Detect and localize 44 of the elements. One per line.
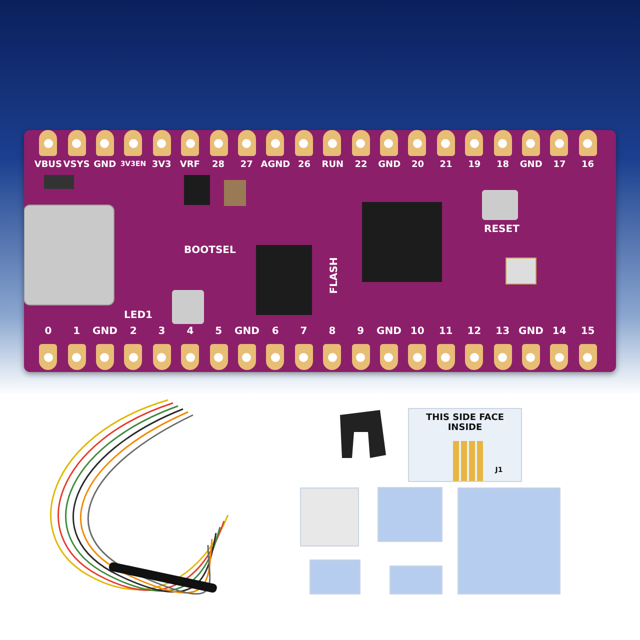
pin-label: 15 [580, 326, 596, 337]
reset-label: RESET [484, 224, 520, 235]
pin-label: 22 [354, 160, 368, 170]
pin-label: 28 [211, 160, 226, 170]
pin-label: VRF [178, 160, 201, 170]
card-text: THIS SIDE FACE INSIDE [424, 414, 506, 434]
pin-label: 21 [438, 160, 454, 170]
pin-label: GND [377, 160, 402, 170]
pin-label: 3 [157, 326, 166, 337]
pin-label: 3V3 [150, 160, 172, 170]
pin-label: VBUS [34, 160, 62, 170]
pin-label: 4 [186, 326, 195, 337]
pin-label: 16 [580, 160, 596, 170]
pin-label: 6 [270, 326, 280, 337]
pin-label: 2 [128, 326, 138, 337]
pin-label: VSYS [62, 160, 91, 170]
led-label: LED1 [124, 310, 152, 321]
bootsel-label: BOOTSEL [184, 245, 236, 256]
pin-label: 11 [438, 326, 454, 337]
pin-label: RUN [320, 160, 345, 170]
pin-label: 27 [239, 160, 254, 170]
pin-label: 0 [44, 326, 53, 337]
pin-label: 9 [356, 326, 366, 337]
pin-label: GND [376, 326, 402, 337]
pin-label: 14 [551, 326, 568, 337]
pin-label: GND [92, 160, 118, 170]
pin-label: 19 [467, 160, 482, 170]
pin-label: 12 [466, 326, 482, 337]
pin-label: AGND [260, 160, 290, 170]
pin-label: 5 [214, 326, 224, 337]
pin-label: 26 [297, 160, 312, 170]
pin-label: GND [518, 160, 544, 170]
pin-label: 1 [72, 326, 82, 337]
flash-label: FLASH [328, 257, 340, 294]
pin-label: GND [518, 326, 544, 337]
pin-label: GND [92, 326, 118, 337]
pin-label: 18 [496, 160, 510, 170]
pin-label: 8 [328, 326, 337, 337]
pin-label: 7 [299, 326, 308, 337]
pin-label: 10 [409, 326, 426, 337]
pin-label: GND [234, 326, 260, 337]
pin-label: 17 [552, 160, 567, 170]
pin-label: 13 [494, 326, 511, 337]
pin-label: 20 [410, 160, 425, 170]
